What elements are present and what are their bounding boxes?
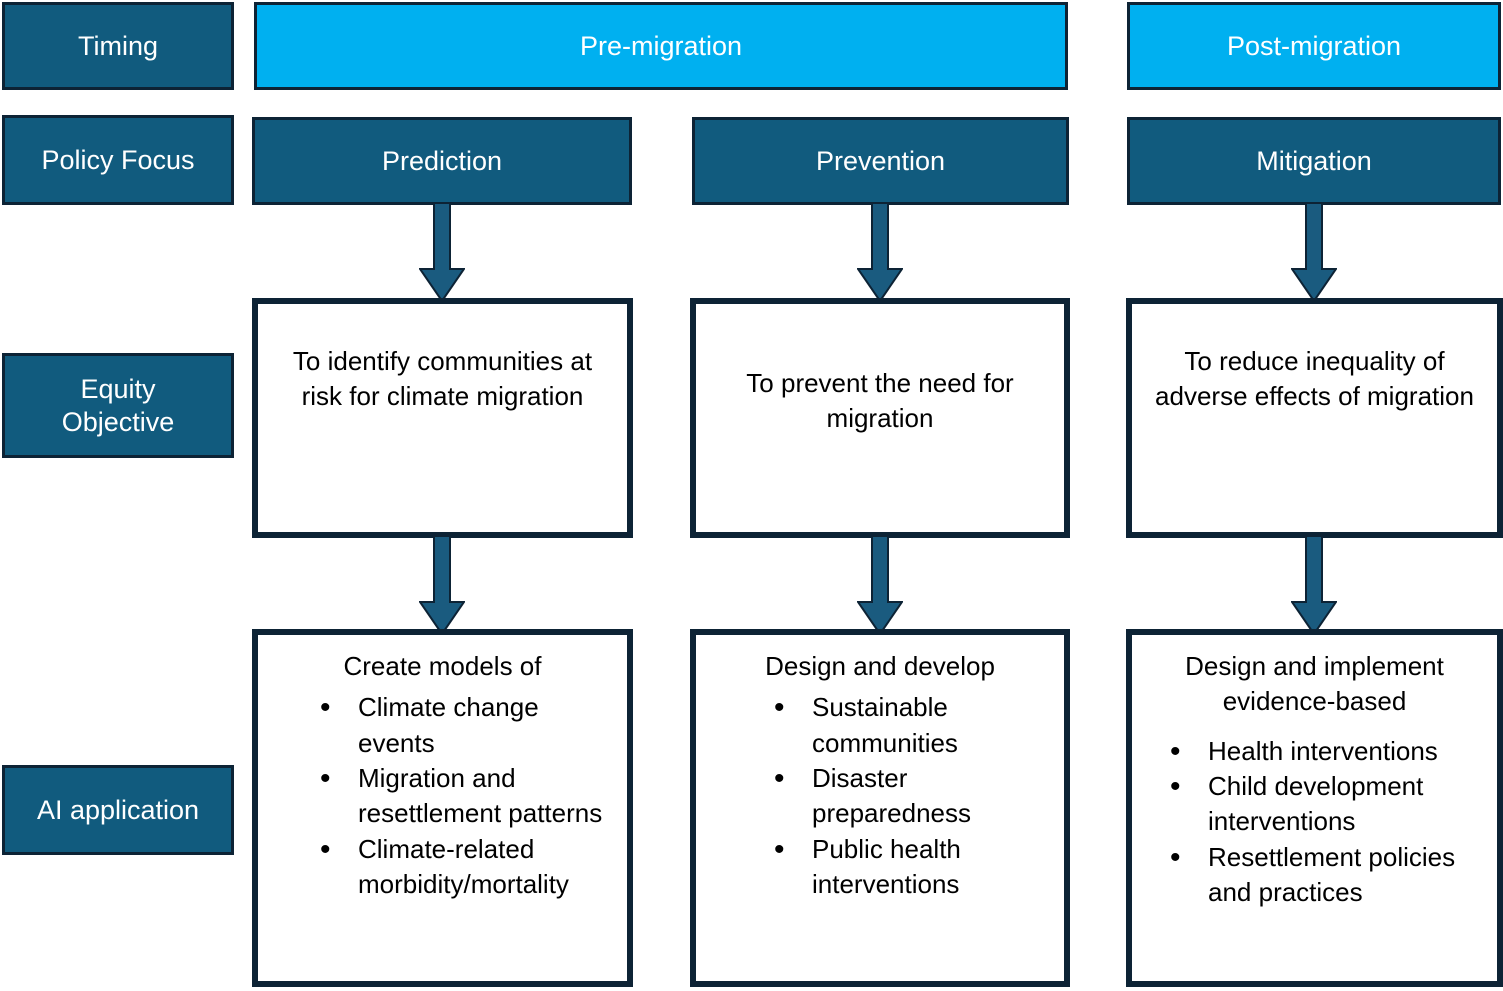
arrow-down-prediction-to-equity xyxy=(419,203,465,303)
row-label-ai-application: AI application xyxy=(2,765,234,855)
node-equity-objective-prevention: To prevent the need for migration xyxy=(690,298,1070,538)
node-ai-application-mitigation-bullets: Health interventions Child development i… xyxy=(1142,732,1487,911)
node-policy-focus-mitigation: Mitigation xyxy=(1127,117,1501,205)
arrow-down-equity-to-ai-mitigation xyxy=(1291,536,1337,636)
list-item: Child development interventions xyxy=(1170,767,1481,840)
node-ai-application-prediction-heading: Create models of xyxy=(343,651,542,681)
node-policy-focus-prevention-label: Prevention xyxy=(815,145,946,176)
row-label-equity-objective: Equity Objective xyxy=(2,353,234,458)
node-equity-objective-prediction-text: To identify communities at risk for clim… xyxy=(292,346,593,412)
node-equity-objective-mitigation-text: To reduce inequality of adverse effects … xyxy=(1155,346,1474,412)
arrow-down-mitigation-to-equity xyxy=(1291,203,1337,303)
node-ai-application-prevention: Design and develop Sustainable communiti… xyxy=(690,629,1070,987)
node-policy-focus-prediction-label: Prediction xyxy=(381,145,503,176)
node-ai-application-prediction-bullets: Climate change events Migration and rese… xyxy=(268,688,617,903)
list-item: Sustainable communities xyxy=(774,688,1048,761)
node-ai-application-prevention-heading: Design and develop xyxy=(765,651,995,681)
row-label-ai-application-text: AI application xyxy=(36,794,200,825)
row-label-timing: Timing xyxy=(2,2,234,90)
node-policy-focus-mitigation-label: Mitigation xyxy=(1256,145,1372,176)
list-item: Climate-related morbidity/mortality xyxy=(320,830,611,903)
node-ai-application-prediction: Create models of Climate change events M… xyxy=(252,629,633,987)
node-ai-application-mitigation-heading: Design and implement evidence-based xyxy=(1185,651,1444,717)
row-label-policy-focus: Policy Focus xyxy=(2,115,234,205)
node-policy-focus-prevention: Prevention xyxy=(692,117,1069,205)
row-label-policy-focus-text: Policy Focus xyxy=(41,144,195,175)
row-label-equity-objective-line1: Equity xyxy=(80,373,156,404)
node-equity-objective-mitigation: To reduce inequality of adverse effects … xyxy=(1126,298,1503,538)
node-policy-focus-prediction: Prediction xyxy=(252,117,632,205)
banner-post-migration-label: Post-migration xyxy=(1226,30,1402,61)
arrow-down-equity-to-ai-prevention xyxy=(857,536,903,636)
banner-pre-migration-label: Pre-migration xyxy=(579,30,743,61)
node-ai-application-prevention-bullets: Sustainable communities Disaster prepare… xyxy=(706,688,1054,903)
list-item: Health interventions xyxy=(1170,732,1481,771)
list-item: Resettlement policies and practices xyxy=(1170,838,1481,911)
arrow-down-equity-to-ai-prediction xyxy=(419,536,465,636)
list-item: Public health interventions xyxy=(774,830,1048,903)
node-equity-objective-prevention-text: To prevent the need for migration xyxy=(746,368,1014,434)
row-label-equity-objective-line2: Objective xyxy=(61,406,175,437)
list-item: Disaster preparedness xyxy=(774,759,1048,832)
node-ai-application-mitigation: Design and implement evidence-based Heal… xyxy=(1126,629,1503,987)
list-item: Climate change events xyxy=(320,688,611,761)
list-item: Migration and resettlement patterns xyxy=(320,759,611,832)
node-equity-objective-prediction: To identify communities at risk for clim… xyxy=(252,298,633,538)
row-label-timing-text: Timing xyxy=(77,30,158,61)
banner-post-migration: Post-migration xyxy=(1127,2,1501,90)
banner-pre-migration: Pre-migration xyxy=(254,2,1068,90)
arrow-down-prevention-to-equity xyxy=(857,203,903,303)
